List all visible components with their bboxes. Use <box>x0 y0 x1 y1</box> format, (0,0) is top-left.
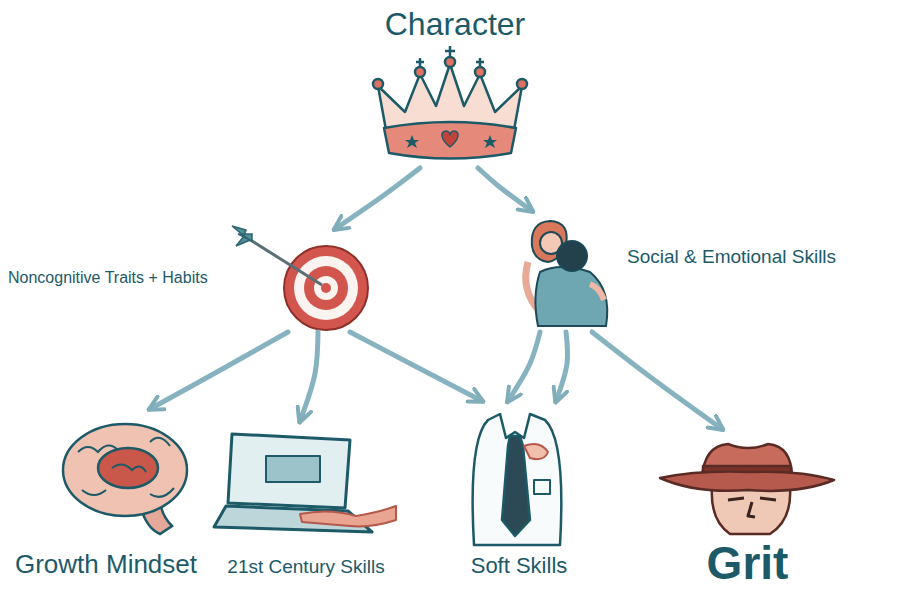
connector-arrow <box>478 168 532 211</box>
typing-hands <box>300 506 396 526</box>
crown-illustration <box>373 46 527 159</box>
skill-node: Growth Mindset <box>6 412 206 592</box>
connector-arrow <box>335 168 420 229</box>
concept-node: Social & Emotional Skills <box>515 214 893 330</box>
node-label: Growth Mindset <box>15 550 197 580</box>
shirt-illustration <box>473 414 562 545</box>
brain-outline <box>63 424 187 516</box>
node-label: 21st Century Skills <box>227 556 384 578</box>
node-label: Soft Skills <box>471 553 568 578</box>
target-ring <box>314 276 338 300</box>
crown-cross <box>416 46 484 67</box>
eyes <box>728 498 776 517</box>
skill-node: Grit <box>655 432 840 594</box>
arrow-shaft <box>244 236 322 285</box>
screen-window <box>266 456 320 482</box>
hand <box>524 444 548 459</box>
node-label: Noncognitive Traits + Habits <box>8 269 208 287</box>
face <box>712 488 790 534</box>
shirt-collar <box>500 414 530 438</box>
cowboy-illustration <box>660 444 834 534</box>
connector-arrow <box>350 332 482 401</box>
target-illustration <box>232 226 368 330</box>
woman-hand <box>590 284 604 300</box>
hug-illustration <box>526 221 608 326</box>
target-ring <box>304 266 348 310</box>
node-label: Grit <box>707 537 789 590</box>
crown-jewel <box>445 57 455 67</box>
man-head <box>557 241 587 271</box>
connector-arrow <box>300 332 318 421</box>
crown-points <box>378 64 522 130</box>
crown-band <box>384 122 516 159</box>
connector-arrow <box>508 332 540 401</box>
node-label: Social & Emotional Skills <box>627 246 836 268</box>
brain-core <box>98 448 158 488</box>
laptop-screen <box>228 434 350 508</box>
crown-jewel <box>475 67 485 77</box>
skill-node: Soft Skills <box>448 404 590 590</box>
target-ring <box>294 256 358 320</box>
crown-heart <box>442 131 458 147</box>
crown-jewel <box>415 67 425 77</box>
crown-jewel <box>517 79 527 89</box>
target-ring <box>284 246 368 330</box>
target-ring <box>321 283 331 293</box>
crown-star <box>405 135 419 148</box>
skill-node: 21st Century Skills <box>210 424 402 590</box>
concept-node: Noncognitive Traits + Habits <box>4 232 370 330</box>
shirt-pocket <box>534 480 550 494</box>
arrow-feathers <box>232 226 252 246</box>
connector-arrow <box>592 332 722 429</box>
brain-illustration <box>63 424 187 534</box>
brain-folds <box>78 438 174 497</box>
man-body <box>535 267 607 326</box>
laptop-illustration <box>214 434 396 532</box>
node-label: Character <box>385 6 526 43</box>
crown-jewel <box>373 79 383 89</box>
shirt-body <box>473 414 562 545</box>
concept-title: Character <box>368 6 542 166</box>
crown-star <box>483 135 497 148</box>
connector-arrow <box>150 332 288 409</box>
connector-arrow <box>556 332 567 401</box>
hat-brim <box>660 472 834 491</box>
